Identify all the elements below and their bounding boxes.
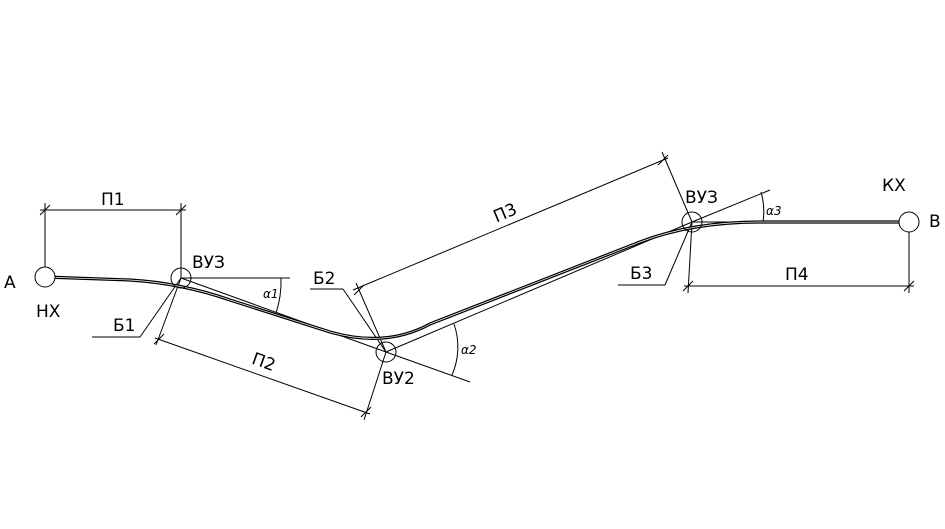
vertex-2-marker [375, 341, 397, 363]
vertex-3-marker [681, 211, 703, 233]
route-curve [43, 220, 911, 340]
label-vertex-1: ВУЗ [192, 253, 225, 273]
label-vertex-3: ВУЗ [685, 188, 718, 208]
tangent-lines [180, 189, 790, 383]
label-bisector-2: Б2 [313, 269, 335, 289]
bisector-leaders [92, 221, 693, 353]
end-point-marker [898, 211, 920, 233]
label-tangent-1: П1 [101, 190, 125, 210]
label-vertex-2: ВУ2 [382, 369, 415, 389]
label-tangent-4: П4 [785, 265, 809, 285]
label-angle-1: α1 [263, 287, 279, 301]
dimension-p3 [352, 151, 693, 353]
dimension-p4 [682, 221, 915, 294]
label-angle-2: α2 [461, 343, 477, 357]
dimension-p2 [153, 277, 387, 421]
label-tangent-2: П2 [249, 349, 278, 376]
label-end-mark: КХ [882, 176, 906, 196]
label-tangent-3: П3 [491, 200, 521, 228]
vertex-1-marker [170, 267, 192, 289]
labels: А В НХ КХ ВУЗ ВУ2 ВУЗ П1 П2 П3 П4 Б1 Б2 … [4, 176, 941, 389]
label-point-start: А [4, 273, 16, 293]
dimension-p1 [39, 203, 187, 278]
label-bisector-3: Б3 [630, 264, 652, 284]
label-point-end: В [929, 212, 941, 232]
label-angle-3: α3 [766, 204, 782, 218]
label-start-mark: НХ [36, 302, 61, 322]
label-bisector-1: Б1 [113, 316, 135, 336]
route-nodes [34, 211, 920, 363]
start-point-marker [34, 266, 56, 288]
